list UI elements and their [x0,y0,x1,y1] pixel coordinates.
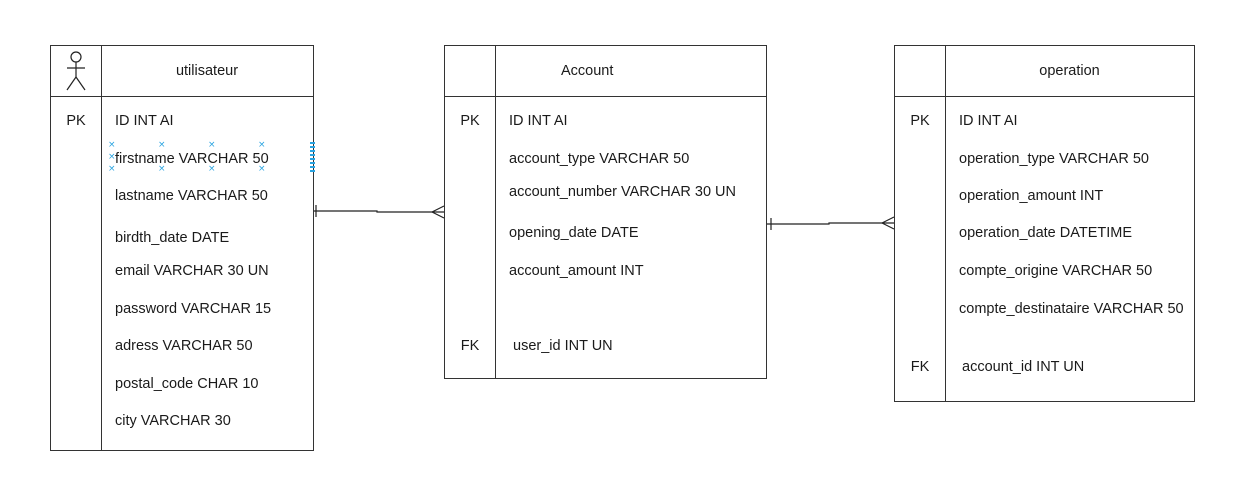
field-id[interactable]: ID INT AI [959,113,1018,129]
field-compte-destinataire[interactable]: compte_destinataire VARCHAR 50 [959,301,1184,317]
entity-title: Account [561,63,614,79]
field-operation-type[interactable]: operation_type VARCHAR 50 [959,151,1149,167]
key-column-divider [101,46,102,450]
field-birdth-date[interactable]: birdth_date DATE [115,230,230,246]
field-operation-amount[interactable]: operation_amount INT [959,188,1104,204]
field-id[interactable]: ID INT AI [509,113,568,129]
entity-utilisateur[interactable]: utilisateur PK ID INT AI firstname VARCH… [50,45,314,451]
field-password[interactable]: password VARCHAR 15 [115,301,272,317]
field-lastname[interactable]: lastname VARCHAR 50 [115,188,268,204]
field-email[interactable]: email VARCHAR 30 UN [115,263,269,279]
field-account-number[interactable]: account_number VARCHAR 30 UN [509,184,736,200]
many-marker [881,216,895,230]
field-account-amount[interactable]: account_amount INT [509,263,644,279]
entity-operation[interactable]: operation PK ID INT AI operation_type VA… [894,45,1195,402]
field-postal-code[interactable]: postal_code CHAR 10 [115,376,259,392]
header-divider [895,96,1194,97]
field-firstname[interactable]: firstname VARCHAR 50 [115,151,269,167]
relation-account-operation [767,222,894,225]
field-account-type[interactable]: account_type VARCHAR 50 [509,151,690,167]
field-opening-date[interactable]: opening_date DATE [509,225,639,241]
field-city[interactable]: city VARCHAR 30 [115,413,231,429]
many-marker [431,205,445,219]
relation-user-account [314,210,444,213]
pk-label: PK [66,113,86,129]
key-column-divider [945,46,946,401]
fk-label: FK [910,359,930,375]
header-divider [445,96,766,97]
resize-handle[interactable] [309,141,316,173]
header-divider [51,96,313,97]
field-user-id[interactable]: user_id INT UN [513,338,613,354]
field-account-id[interactable]: account_id INT UN [962,359,1085,375]
person-icon [66,51,86,91]
entity-title: utilisateur [175,63,239,79]
key-column-divider [495,46,496,378]
field-operation-date[interactable]: operation_date DATETIME [959,225,1133,241]
pk-label: PK [460,113,480,129]
field-id[interactable]: ID INT AI [115,113,174,129]
field-compte-origine[interactable]: compte_origine VARCHAR 50 [959,263,1153,279]
entity-account[interactable]: Account PK ID INT AI account_type VARCHA… [444,45,767,379]
entity-title: operation [1039,63,1100,79]
field-adress[interactable]: adress VARCHAR 50 [115,338,253,354]
fk-label: FK [460,338,480,354]
pk-label: PK [910,113,930,129]
